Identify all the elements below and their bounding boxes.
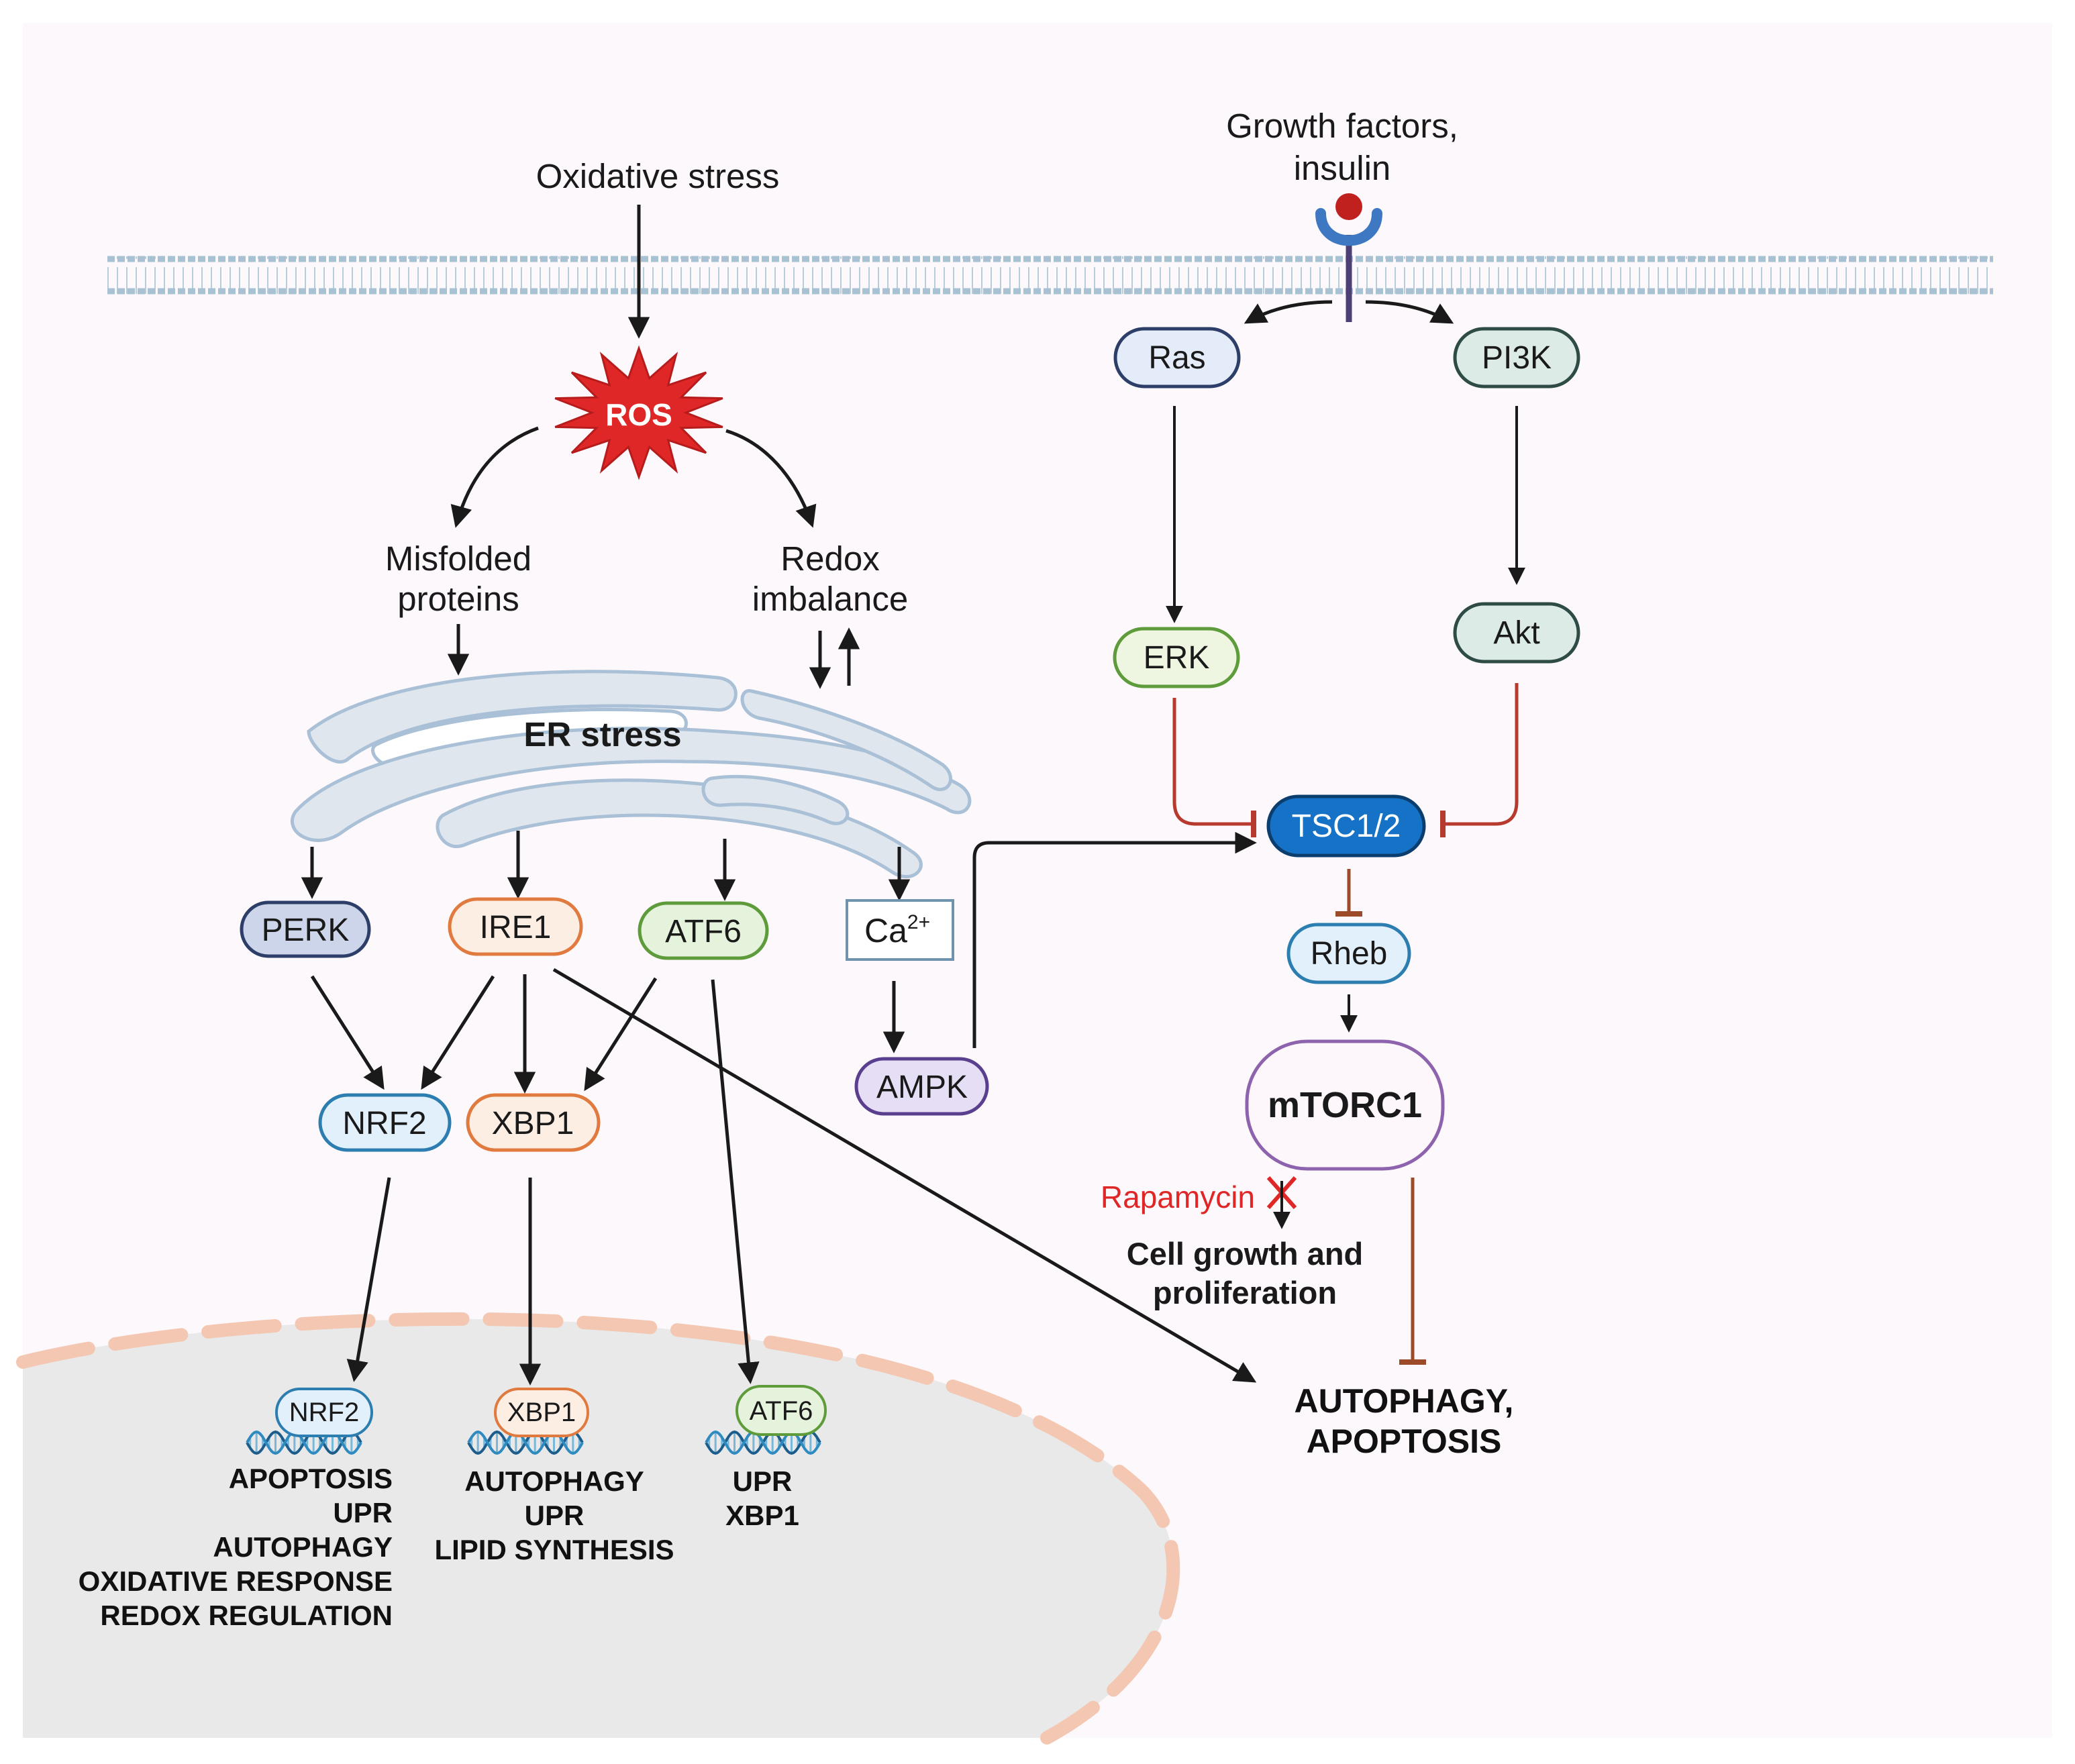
ros-burst: ROS: [554, 345, 723, 480]
arrow-perk-to-nrf2: [310, 975, 385, 1090]
arrow-nrf2-to-nucleus: [346, 1177, 391, 1382]
erk-label: ERK: [1144, 640, 1210, 676]
gene-item: LIPID SYNTHESIS: [434, 1534, 674, 1565]
growth-factors-label-line2: insulin: [1294, 149, 1391, 187]
nuclear-xbp1-label: XBP1: [507, 1398, 576, 1427]
ire1-label: IRE1: [480, 910, 552, 945]
dna-icon: [705, 1430, 821, 1455]
pi3k-node: PI3K: [1453, 327, 1580, 388]
er-stress-label: ER stress: [523, 715, 681, 754]
rheb-label: Rheb: [1311, 936, 1388, 972]
nuclear-nrf2-label: NRF2: [289, 1398, 359, 1427]
gene-item: REDOX REGULATION: [100, 1600, 393, 1631]
misfolded-proteins-label: Misfolded: [385, 539, 532, 578]
gene-item: UPR: [333, 1497, 393, 1528]
arrow-receptor-to-pi3k: [1365, 300, 1454, 324]
ire1-node: IRE1: [448, 897, 583, 956]
xbp1-node: XBP1: [466, 1093, 601, 1152]
atf6-node: ATF6: [638, 901, 769, 960]
gene-item: AUTOPHAGY: [464, 1465, 644, 1497]
akt-label: Akt: [1493, 615, 1539, 651]
nuclear-xbp1: XBP1: [467, 1388, 589, 1455]
arrow-ire1-to-nrf2: [421, 975, 495, 1090]
arrow-atf6-to-nucleus: [711, 979, 760, 1384]
gene-item: XBP1: [725, 1500, 799, 1531]
rapamycin-label: Rapamycin: [1101, 1180, 1255, 1214]
calcium-label: Ca2+: [864, 911, 930, 949]
arrow-ros-to-misfolded: [450, 426, 539, 528]
receptor-icon: [1315, 193, 1382, 322]
ampk-label: AMPK: [876, 1070, 968, 1105]
gene-item: AUTOPHAGY: [213, 1531, 393, 1563]
perk-node: PERK: [240, 900, 371, 958]
arrow-ros-to-redox: [725, 429, 817, 528]
mtorc1-label: mTORC1: [1268, 1085, 1422, 1125]
autophagy-apoptosis-label-line2: APOPTOSIS: [1307, 1422, 1502, 1460]
mtorc1-node: mTORC1: [1245, 1039, 1445, 1171]
atf6-gene-list: UPR XBP1: [725, 1465, 799, 1531]
gene-item: UPR: [733, 1465, 793, 1497]
nuclear-nrf2: NRF2: [246, 1388, 373, 1455]
autophagy-apoptosis-label: AUTOPHAGY,: [1295, 1382, 1514, 1420]
growth-factors-label: Growth factors,: [1226, 107, 1458, 145]
nrf2-node: NRF2: [318, 1093, 452, 1152]
arrow-ire1-to-autophagy: [552, 968, 1257, 1383]
gene-item: UPR: [525, 1500, 585, 1531]
misfolded-proteins-label-line2: proteins: [397, 580, 519, 618]
nuclear-atf6: ATF6: [705, 1385, 827, 1455]
calcium-node: Ca2+: [846, 899, 954, 961]
cell-growth-label: Cell growth and: [1127, 1236, 1364, 1272]
xbp1-gene-list: AUTOPHAGY UPR LIPID SYNTHESIS: [434, 1465, 674, 1565]
redox-imbalance-label: Redox: [780, 539, 879, 578]
oxidative-stress-label: Oxidative stress: [536, 157, 780, 195]
nrf2-gene-list: APOPTOSIS UPR AUTOPHAGY OXIDATIVE RESPON…: [79, 1463, 393, 1631]
arrow-receptor-to-ras: [1244, 300, 1333, 324]
perk-label: PERK: [262, 913, 350, 948]
arrow-atf6-to-xbp1: [584, 977, 658, 1092]
tsc-label: TSC1/2: [1292, 809, 1401, 844]
arrow-ampk-to-tsc: [972, 831, 1257, 1048]
ros-label: ROS: [605, 397, 672, 432]
redox-imbalance-label-line2: imbalance: [752, 580, 908, 618]
nuclear-atf6-label: ATF6: [750, 1396, 813, 1426]
pi3k-label: PI3K: [1482, 340, 1552, 376]
rheb-node: Rheb: [1286, 923, 1411, 984]
atf6-label: ATF6: [665, 914, 742, 949]
xbp1-label: XBP1: [492, 1106, 574, 1141]
cell-growth-label-line2: proliferation: [1153, 1275, 1337, 1310]
calcium-superscript: 2+: [907, 911, 930, 933]
inhibit-akt-tsc: [1440, 683, 1519, 837]
nrf2-label: NRF2: [342, 1106, 426, 1141]
erk-node: ERK: [1113, 627, 1240, 688]
inhibit-erk-tsc: [1172, 698, 1256, 837]
ras-label: Ras: [1148, 340, 1205, 376]
akt-node: Akt: [1453, 602, 1580, 664]
gene-item: OXIDATIVE RESPONSE: [79, 1565, 393, 1597]
tsc-node: TSC1/2: [1266, 794, 1426, 858]
ampk-node: AMPK: [854, 1057, 989, 1116]
endoplasmic-reticulum: [290, 670, 972, 878]
gene-item: APOPTOSIS: [229, 1463, 393, 1494]
ras-node: Ras: [1113, 327, 1241, 388]
cell-membrane: [107, 256, 1993, 295]
